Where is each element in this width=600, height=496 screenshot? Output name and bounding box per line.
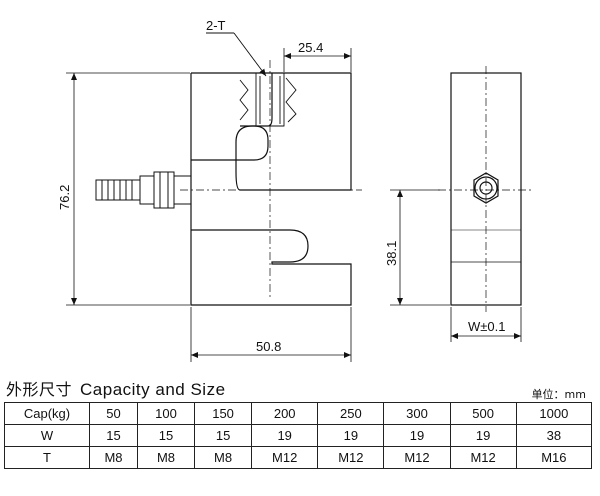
- table-cell: 100: [136, 402, 196, 425]
- threaded-hole-section: [239, 72, 297, 127]
- table-cell: 15: [89, 424, 138, 447]
- table-cell: 15: [136, 424, 196, 447]
- table-row-thread: T M8 M8 M8 M12 M12 M12 M12 M16: [4, 446, 593, 469]
- row-header: T: [4, 446, 90, 469]
- table-cell: 38: [515, 424, 593, 447]
- table-row-width: W 15 15 15 19 19 19 19 38: [4, 424, 593, 447]
- dim-bottom-width-label: 50.8: [256, 339, 281, 354]
- table-cell: 250: [317, 402, 385, 425]
- table-cell: 19: [251, 424, 319, 447]
- dim-side-height: 38.1: [384, 189, 450, 306]
- section-title-en: Capacity and Size: [80, 380, 226, 399]
- table-cell: M8: [194, 446, 253, 469]
- row-header: Cap(kg): [4, 402, 90, 425]
- table-cell: 150: [194, 402, 253, 425]
- table-cell: 15: [194, 424, 253, 447]
- dim-height: 76.2: [57, 72, 190, 306]
- cable-gland: [95, 171, 192, 209]
- table-cell: M8: [89, 446, 138, 469]
- upper-slot: [191, 125, 269, 161]
- spec-table: Cap(kg) 50 100 150 200 250 300 500 1000 …: [4, 402, 593, 469]
- dim-top-width-label: 25.4: [298, 40, 323, 55]
- table-cell: M12: [251, 446, 319, 469]
- section-heading: 外形尺寸 Capacity and Size: [6, 376, 226, 400]
- unit-label: 单位：mm: [531, 388, 586, 401]
- thread-callout: 2-T: [206, 18, 267, 77]
- table-cell: 500: [449, 402, 517, 425]
- table-cell: 200: [251, 402, 319, 425]
- table-cell: 300: [383, 402, 451, 425]
- dim-bottom-width: 50.8: [190, 307, 352, 362]
- table-cell: 50: [89, 402, 138, 425]
- table-cell: M12: [317, 446, 385, 469]
- s-beam-body: [191, 72, 352, 191]
- dim-side-width-label: W±0.1: [468, 319, 505, 334]
- technical-drawing: 2-T 25.4 76.2 50.8 38.1: [57, 18, 534, 362]
- dim-side-height-label: 38.1: [384, 241, 399, 266]
- s-beam-lower: [190, 73, 352, 306]
- dim-height-label: 76.2: [57, 185, 72, 210]
- table-cell: M8: [136, 446, 196, 469]
- section-title-cn: 外形尺寸: [6, 380, 73, 399]
- table-cell: 1000: [515, 402, 593, 425]
- table-cell: M12: [449, 446, 517, 469]
- dim-top-width: 25.4: [283, 40, 352, 72]
- row-header: W: [4, 424, 90, 447]
- dim-side-width: W±0.1: [450, 307, 522, 342]
- table-row-capacity: Cap(kg) 50 100 150 200 250 300 500 1000: [4, 402, 593, 425]
- table-cell: 19: [449, 424, 517, 447]
- table-cell: M16: [515, 446, 593, 469]
- table-cell: 19: [383, 424, 451, 447]
- table-cell: 19: [317, 424, 385, 447]
- table-cell: M12: [383, 446, 451, 469]
- thread-label: 2-T: [206, 18, 226, 33]
